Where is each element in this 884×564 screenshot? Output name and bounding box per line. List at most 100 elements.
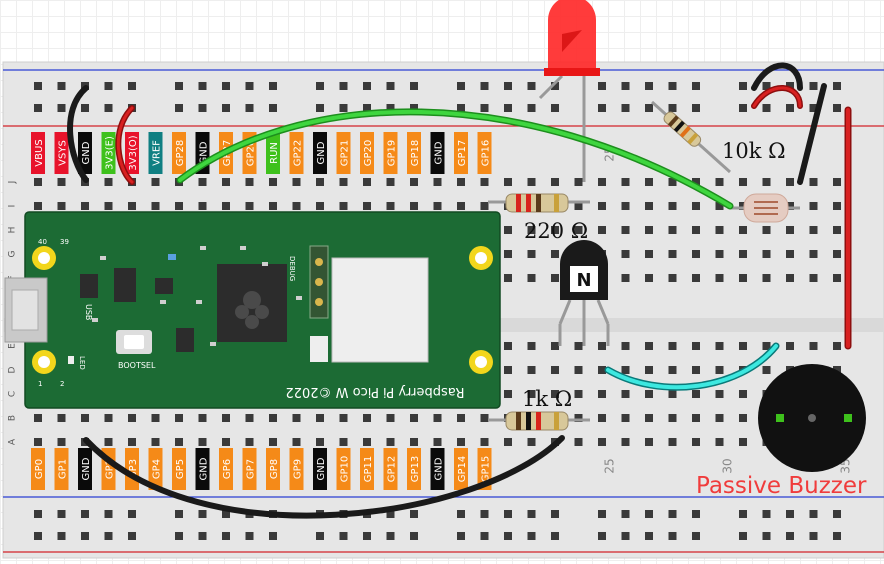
transistor-mark: N bbox=[576, 270, 591, 291]
breadboard-hole bbox=[128, 82, 136, 90]
breadboard-hole bbox=[316, 438, 324, 446]
breadboard-hole bbox=[480, 438, 489, 446]
pin-label: RUN bbox=[269, 142, 280, 164]
breadboard-hole bbox=[81, 414, 89, 422]
breadboard-hole bbox=[480, 178, 489, 186]
breadboard-hole bbox=[809, 510, 818, 518]
pin-label: GP9 bbox=[293, 459, 304, 479]
pico-board: Raspberry Pi Pico W ©2022 USB BOOTSEL LE… bbox=[4, 211, 501, 409]
breadboard-hole bbox=[363, 532, 371, 540]
breadboard-hole bbox=[621, 532, 630, 540]
breadboard-hole bbox=[621, 82, 630, 90]
breadboard-hole bbox=[809, 178, 818, 186]
pin-label: GP5 bbox=[175, 459, 186, 479]
pin-label: GND bbox=[81, 141, 92, 164]
breadboard-hole bbox=[762, 532, 771, 540]
breadboard-hole bbox=[809, 342, 818, 350]
breadboard-hole bbox=[668, 274, 677, 282]
breadboard-hole bbox=[269, 178, 277, 186]
breadboard-hole bbox=[598, 390, 606, 398]
breadboard-hole bbox=[222, 202, 230, 210]
breadboard-hole bbox=[692, 414, 700, 422]
breadboard-hole bbox=[551, 366, 559, 374]
breadboard-hole bbox=[410, 82, 418, 90]
pin-label-bg bbox=[313, 132, 327, 174]
breadboard-hole bbox=[128, 414, 136, 422]
breadboard-hole bbox=[222, 104, 230, 112]
pin-label-bg bbox=[430, 448, 445, 490]
row-letter: E bbox=[8, 343, 18, 349]
breadboard-hole bbox=[715, 274, 724, 282]
wires bbox=[67, 62, 852, 519]
breadboard-hole bbox=[715, 178, 724, 186]
pin-label-bg bbox=[336, 448, 351, 490]
breadboard-hole bbox=[128, 510, 136, 518]
breadboard-hole bbox=[504, 82, 512, 90]
breadboard-hole bbox=[222, 532, 230, 540]
breadboard-hole bbox=[504, 178, 512, 186]
breadboard-hole bbox=[692, 178, 700, 186]
breadboard-hole bbox=[245, 414, 254, 422]
breadboard-hole bbox=[739, 82, 747, 90]
breadboard-hole bbox=[527, 510, 536, 518]
breadboard-hole bbox=[269, 202, 277, 210]
breadboard-hole bbox=[527, 178, 536, 186]
breadboard-hole bbox=[809, 202, 818, 210]
breadboard-hole bbox=[292, 438, 301, 446]
breadboard-hole bbox=[809, 274, 818, 282]
breadboard-hole bbox=[480, 510, 489, 518]
pin-label: GND bbox=[81, 457, 92, 480]
breadboard-hole bbox=[668, 202, 677, 210]
breadboard-hole bbox=[598, 438, 606, 446]
breadboard-hole bbox=[692, 366, 700, 374]
breadboard-hole bbox=[692, 104, 700, 112]
breadboard-hole bbox=[621, 366, 630, 374]
breadboard-hole bbox=[833, 274, 841, 282]
resistor-10k bbox=[650, 100, 732, 174]
breadboard-hole bbox=[645, 414, 653, 422]
breadboard-hole bbox=[809, 104, 818, 112]
pin-label: GP11 bbox=[363, 456, 374, 483]
pin-label-bg bbox=[195, 448, 210, 490]
pin-label: GND bbox=[199, 457, 210, 480]
breadboard-hole bbox=[715, 414, 724, 422]
breadboard-hole bbox=[692, 532, 700, 540]
breadboard-hole bbox=[433, 414, 442, 422]
breadboard-hole bbox=[386, 414, 395, 422]
breadboard-hole bbox=[504, 104, 512, 112]
breadboard-hole bbox=[410, 104, 418, 112]
pin-label-bg bbox=[477, 132, 492, 174]
breadboard-hole bbox=[598, 510, 606, 518]
breadboard-hole bbox=[316, 414, 324, 422]
breadboard-hole bbox=[668, 82, 677, 90]
breadboard-hole bbox=[198, 82, 207, 90]
breadboard-hole bbox=[175, 104, 183, 112]
breadboard-hole bbox=[739, 510, 747, 518]
breadboard-hole bbox=[715, 342, 724, 350]
breadboard-hole bbox=[833, 366, 841, 374]
pin40-label: 40 bbox=[38, 238, 47, 246]
breadboard-hole bbox=[668, 104, 677, 112]
pin-label-bg bbox=[172, 448, 186, 490]
breadboard-hole bbox=[551, 104, 559, 112]
breadboard-hole bbox=[574, 390, 583, 398]
breadboard-hole bbox=[269, 104, 277, 112]
breadboard-hole bbox=[363, 414, 371, 422]
breadboard-hole bbox=[386, 202, 395, 210]
breadboard-hole bbox=[57, 202, 66, 210]
breadboard-hole bbox=[410, 510, 418, 518]
breadboard-hole bbox=[198, 202, 207, 210]
breadboard-hole bbox=[269, 82, 277, 90]
breadboard-hole bbox=[386, 104, 395, 112]
breadboard-hole bbox=[762, 274, 771, 282]
breadboard-hole bbox=[57, 104, 66, 112]
breadboard-hole bbox=[316, 82, 324, 90]
pin-label-bg bbox=[78, 132, 92, 174]
black-wire-rail bbox=[751, 62, 803, 91]
breadboard-hole bbox=[433, 202, 442, 210]
breadboard-hole bbox=[762, 366, 771, 374]
breadboard-hole bbox=[128, 438, 136, 446]
pin-label-bg bbox=[148, 448, 163, 490]
